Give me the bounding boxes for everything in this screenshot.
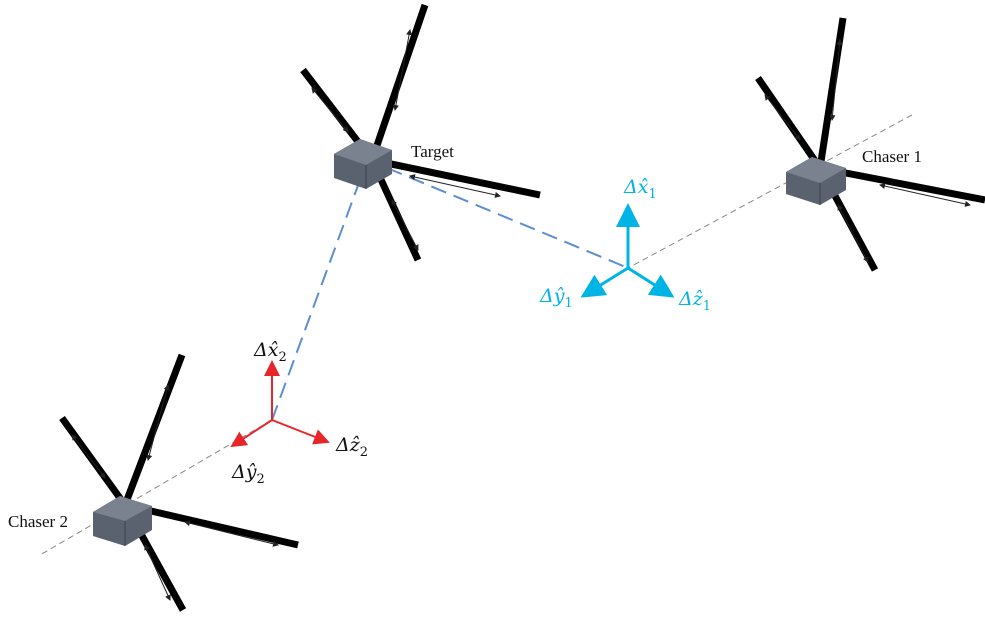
chaser2-label: Chaser 2 [8,512,68,531]
frame2-x-label: Δx̂2 [253,339,287,365]
chaser2-spacecraft [59,353,299,612]
frame1-axes [580,203,675,298]
chaser1-label: Chaser 1 [862,147,922,166]
target-spacecraft [300,3,541,262]
frame1-x-label: Δx̂1 [623,176,657,202]
target-label: Target [411,142,454,161]
frame1-y-label: Δŷ1 [539,285,573,311]
relative-position-lines [271,167,629,421]
frame2-axes [230,360,330,448]
frame1-z-label: Δẑ1 [678,288,711,314]
chaser1-spacecraft [755,17,985,272]
frame2-y-label: Δŷ2 [231,461,265,487]
frame2-z-label: Δẑ2 [335,434,368,460]
